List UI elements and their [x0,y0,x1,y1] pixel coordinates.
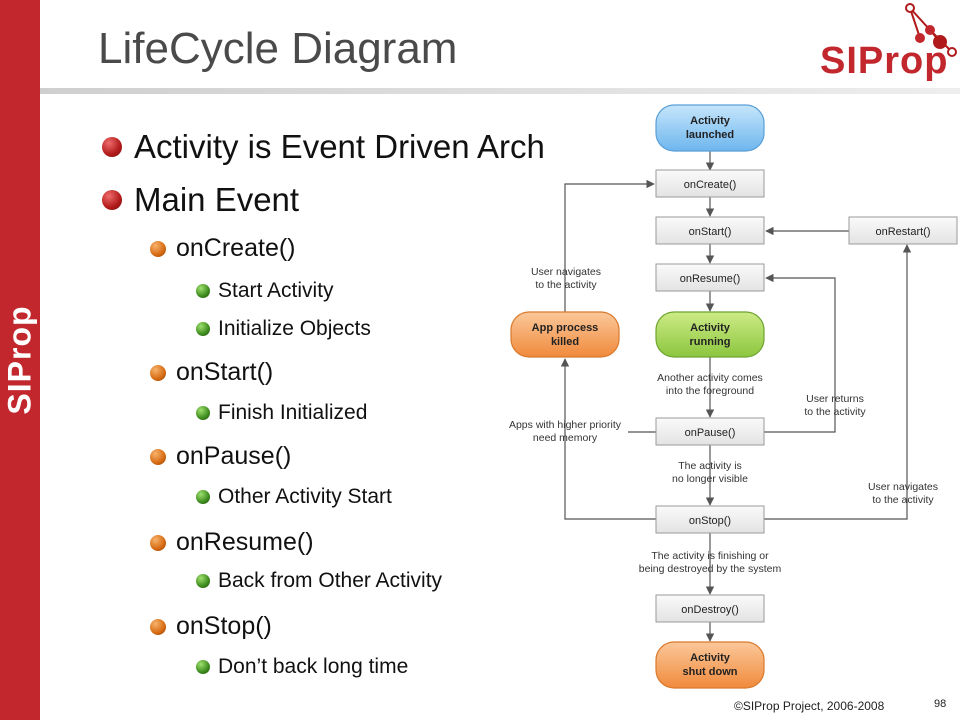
label-another-activity: into the foreground [666,385,754,397]
svg-text:App process: App process [532,322,599,334]
bullet-item: Start Activity [196,279,334,303]
node-activity-shut-down: Activity shut down [655,641,765,689]
edge-onstop-killed [560,358,656,520]
node-app-process-killed: App process killed [510,311,620,358]
svg-text:launched: launched [686,129,734,141]
label-higher-priority: Apps with higher priority [509,419,622,431]
svg-text:killed: killed [551,336,579,348]
bullet-item: Don’t back long time [196,655,408,679]
label-finishing: being destroyed by the system [639,563,782,575]
brand-logo: SIProp [812,0,960,90]
bullet-item: onCreate() [150,234,296,263]
bullet-icon [150,535,166,551]
label-user-navigates-2: User navigates [868,481,938,493]
svg-text:running: running [690,336,731,348]
brand-logo-molecule-icon [905,3,957,57]
label-user-returns: to the activity [804,406,866,418]
label-user-returns: User returns [806,393,864,405]
bullet-item: onPause() [150,442,291,471]
svg-text:Activity: Activity [690,322,731,334]
label-no-longer-visible: The activity is [678,460,742,472]
label-user-navigates: to the activity [535,279,597,291]
bullet-item: Other Activity Start [196,485,392,509]
edge-killed-oncreate [564,179,655,312]
bullet-item: onStop() [150,612,272,641]
node-oncreate: onCreate() [655,169,765,198]
bullet-icon [196,660,210,674]
node-onstart: onStart() [655,216,765,245]
footer-copyright: ©SIProp Project, 2006-2008 [734,699,885,713]
svg-text:onStart(): onStart() [689,226,732,238]
brand-wordmark: SIProp [820,40,949,82]
bullet-icon [150,365,166,381]
svg-text:onCreate(): onCreate() [684,179,737,191]
bullet-icon [196,406,210,420]
bullet-item: Activity is Event Driven Arch [102,128,545,166]
node-onresume: onResume() [655,263,765,292]
label-user-navigates: User navigates [531,266,601,278]
label-finishing: The activity is finishing or [651,550,769,562]
bullet-item: Initialize Objects [196,317,371,341]
bullet-icon [196,490,210,504]
bullet-icon [196,284,210,298]
sidebar-band: SIProp [0,0,40,720]
svg-text:onRestart(): onRestart() [875,226,930,238]
node-onpause: onPause() [655,417,765,446]
diagram-edge-labels: User navigates to the activity Another a… [509,266,938,575]
label-higher-priority: need memory [533,432,598,444]
bullet-icon [150,449,166,465]
svg-text:Activity: Activity [690,115,731,127]
bullet-icon [150,241,166,257]
bullet-icon [196,322,210,336]
svg-text:onStop(): onStop() [689,515,731,527]
bullet-icon [196,574,210,588]
bullet-item: Back from Other Activity [196,569,442,593]
bullet-item: onStart() [150,358,273,387]
bullet-item: onResume() [150,528,314,557]
label-user-navigates-2: to the activity [872,494,934,506]
sidebar-logo: SIProp [1,305,38,415]
bullet-item: Main Event [102,181,299,219]
svg-text:shut down: shut down [683,666,738,678]
label-another-activity: Another activity comes [657,372,763,384]
edge-onstop-onrestart [764,244,912,520]
node-activity-launched: Activity launched [655,104,765,152]
node-activity-running: Activity running [655,311,765,358]
svg-text:Activity: Activity [690,652,731,664]
svg-text:onResume(): onResume() [680,273,741,285]
bullet-icon [102,190,122,210]
bullet-item: Finish Initialized [196,401,367,425]
bullet-icon [150,619,166,635]
bullet-icon [102,137,122,157]
svg-text:onPause(): onPause() [685,427,736,439]
title-underline [40,88,960,94]
label-no-longer-visible: no longer visible [672,473,748,485]
page-title: LifeCycle Diagram [98,24,458,73]
node-ondestroy: onDestroy() [655,594,765,623]
lifecycle-diagram: Activity launched onCreate() onStart() o… [509,104,958,689]
svg-text:onDestroy(): onDestroy() [681,604,738,616]
node-onstop: onStop() [655,505,765,534]
node-onrestart: onRestart() [848,216,958,245]
page-number: 98 [934,698,947,710]
